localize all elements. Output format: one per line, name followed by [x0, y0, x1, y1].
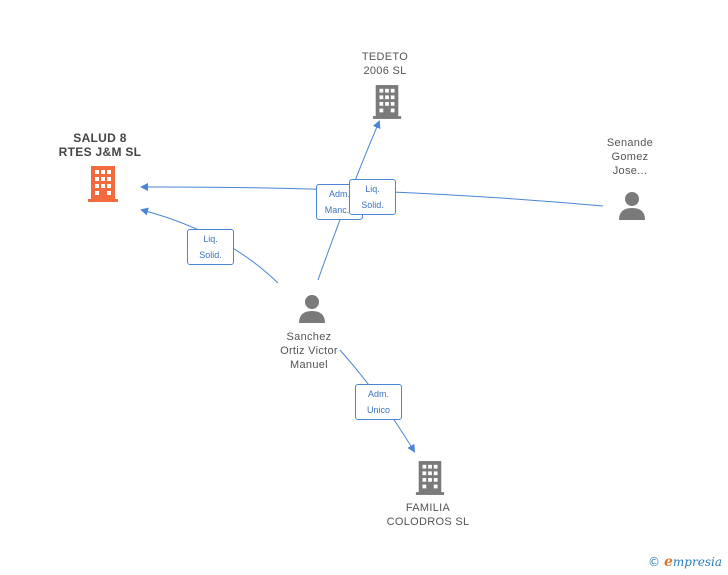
brand-initial: e: [664, 554, 673, 570]
edge-label-sanchez-salud[interactable]: Liq. Solid.: [187, 229, 234, 265]
node-salud-label-line2: RTES J&M SL: [58, 145, 142, 159]
edge-label-line2: Manc...: [324, 205, 355, 215]
brand-name: mpresia: [672, 555, 722, 569]
copyright-icon: ©: [648, 555, 660, 569]
edge-label-line2: Unico: [366, 405, 390, 415]
edge-label-line1: Liq.: [365, 184, 380, 194]
empresia-watermark: © empresia: [648, 554, 722, 570]
edge-label-line1: Adm.: [367, 389, 389, 399]
node-salud-label-line1: SALUD 8: [73, 131, 127, 145]
person-icon[interactable]: [297, 293, 327, 323]
building-icon[interactable]: [414, 460, 446, 496]
node-sanchez-label-line2: Ortiz Victor: [280, 345, 338, 357]
edge-label-line2: Solid.: [361, 200, 384, 210]
node-tedeto-label: TEDETO 2006 SL: [335, 50, 435, 78]
node-tedeto-label-line1: TEDETO: [361, 51, 409, 63]
edge-label-line2: Solid.: [199, 250, 222, 260]
node-sanchez-label-line1: Sanchez: [286, 331, 332, 343]
node-familia-label-line1: FAMILIA: [405, 502, 451, 514]
node-sanchez-label-line3: Manuel: [290, 359, 328, 371]
node-tedeto-label-line2: 2006 SL: [363, 65, 407, 77]
building-icon[interactable]: [371, 84, 403, 120]
edge-label-line1: Adm.: [328, 189, 350, 199]
node-salud-label: SALUD 8 RTES J&M SL: [40, 131, 160, 159]
building-icon[interactable]: [86, 166, 120, 202]
person-icon[interactable]: [617, 190, 647, 220]
node-senande-label-line1: Senande: [606, 137, 654, 149]
edge-label-sanchez-familia[interactable]: Adm. Unico: [355, 384, 402, 420]
edge-label-line1: Liq.: [203, 234, 218, 244]
node-sanchez-label: Sanchez Ortiz Victor Manuel: [259, 330, 359, 372]
edge-label-senande-salud[interactable]: Liq. Solid.: [349, 179, 396, 215]
node-senande-label: Senande Gomez Jose...: [580, 136, 680, 178]
node-familia-label: FAMILIA COLODROS SL: [378, 501, 478, 529]
node-senande-label-line2: Gomez: [611, 151, 649, 163]
node-senande-label-line3: Jose...: [612, 165, 648, 177]
node-familia-label-line2: COLODROS SL: [386, 516, 470, 528]
